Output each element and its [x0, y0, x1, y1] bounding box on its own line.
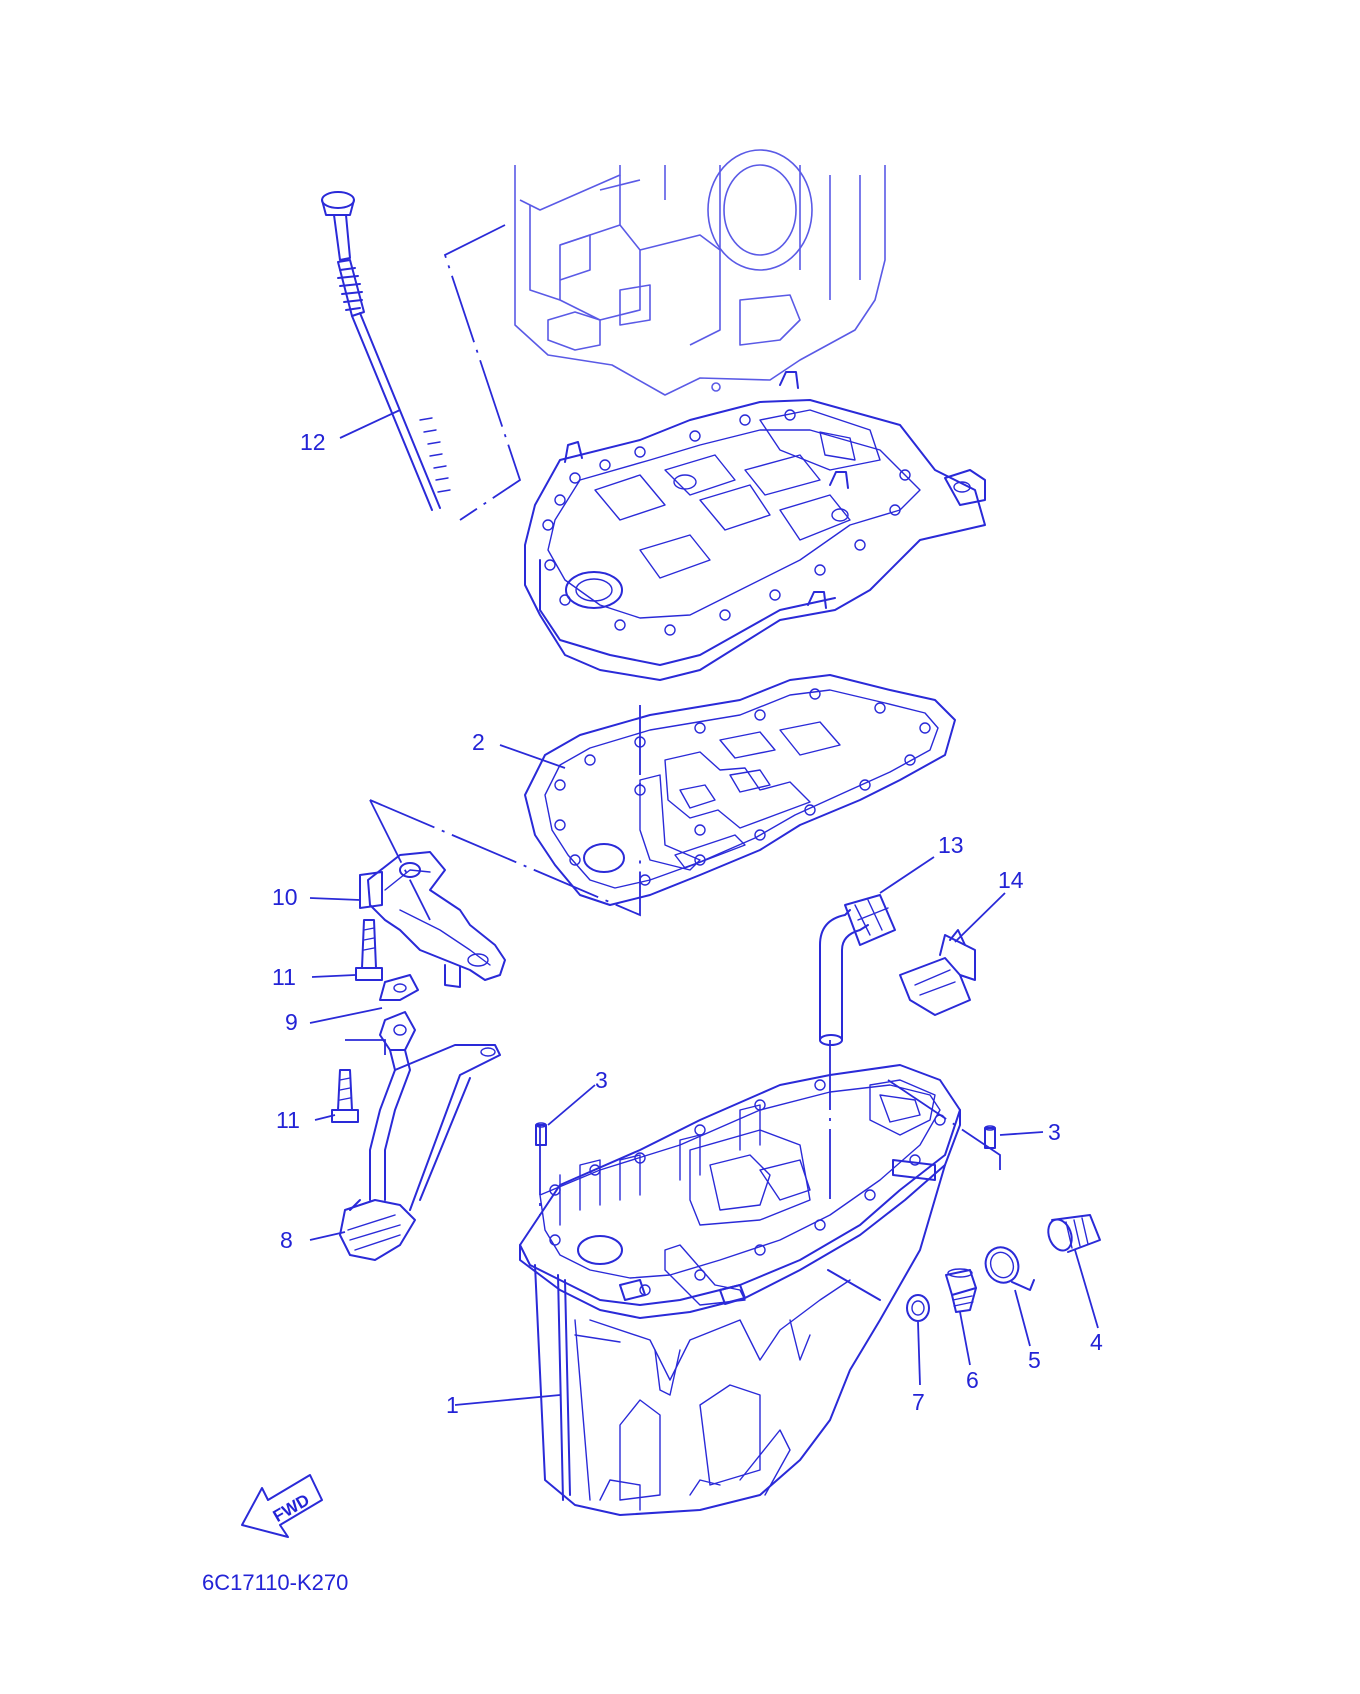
callout-5: 5	[1028, 1347, 1041, 1373]
gasket-part	[524, 674, 956, 906]
oil-strainer-bracket-part	[359, 851, 506, 988]
oil-strainer-part	[339, 1011, 501, 1261]
callout-6: 6	[966, 1367, 979, 1393]
callout-2: 2	[472, 729, 485, 755]
callout-leader-lines	[309, 409, 1099, 1406]
oil-pan-part	[519, 1064, 961, 1516]
engine-block-part	[514, 149, 886, 396]
hose-fitting-part	[1047, 1214, 1101, 1253]
exhaust-guide-part	[524, 371, 986, 681]
dipstick-part	[321, 191, 451, 511]
assembly-guide-lines	[345, 224, 1001, 1215]
strainer-gasket-part	[379, 974, 419, 1001]
callout-12: 12	[300, 429, 326, 455]
callout-3-left: 3	[595, 1067, 608, 1093]
bolt-part	[355, 919, 383, 981]
callout-11-upper: 11	[272, 964, 296, 990]
callout-13: 13	[938, 832, 964, 858]
callout-8: 8	[280, 1227, 293, 1253]
fwd-direction-arrow: FWD	[241, 1474, 323, 1538]
callout-1: 1	[446, 1392, 459, 1418]
callout-7: 7	[912, 1389, 925, 1415]
breather-cover-part	[899, 929, 976, 1016]
callout-10: 10	[272, 884, 298, 910]
hose-part	[819, 894, 896, 1046]
callout-14: 14	[998, 867, 1024, 893]
dowel-pin-part	[535, 1122, 996, 1149]
callout-11-lower: 11	[276, 1107, 300, 1133]
drain-gasket-part	[906, 1294, 930, 1322]
callout-4: 4	[1090, 1329, 1103, 1355]
drain-bolt-part	[945, 1268, 977, 1313]
bolt-part-lower	[331, 1069, 359, 1123]
drawing-number: 6C17110-K270	[202, 1570, 348, 1595]
callout-9: 9	[285, 1009, 298, 1035]
hose-clip-part	[984, 1246, 1035, 1291]
callout-3-right: 3	[1048, 1119, 1061, 1145]
